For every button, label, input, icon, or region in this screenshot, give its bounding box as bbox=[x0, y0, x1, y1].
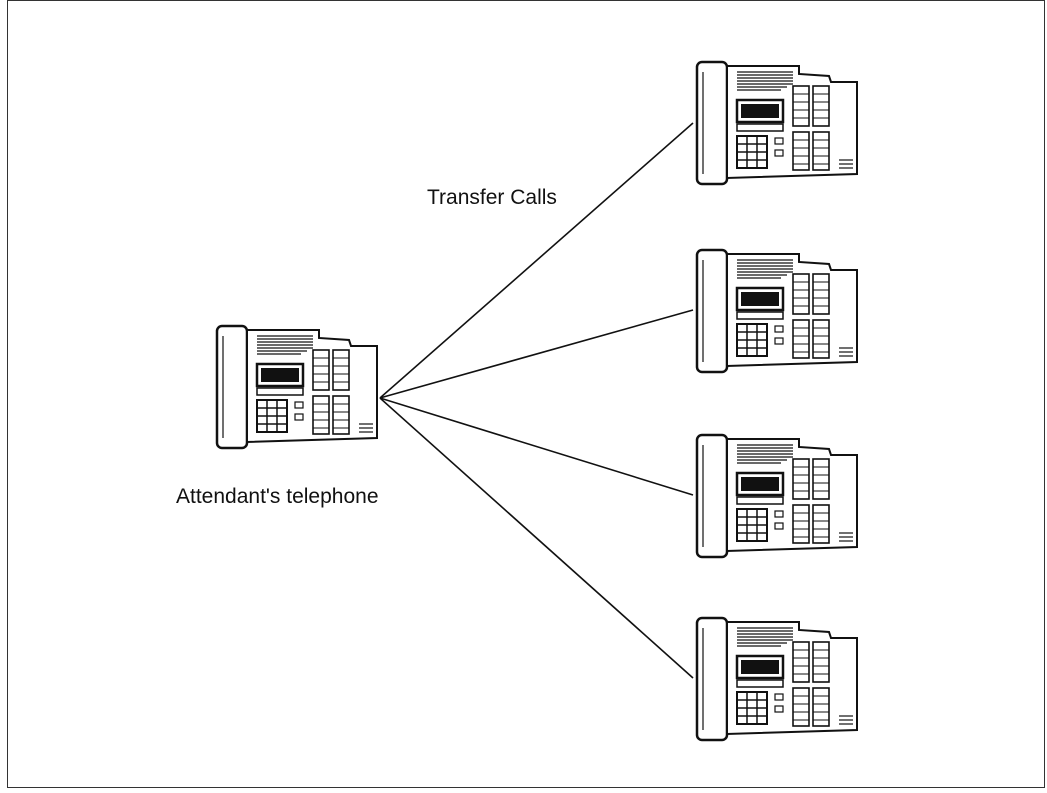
connection-line-1 bbox=[379, 122, 694, 399]
destination-phone-icon-2 bbox=[695, 248, 859, 374]
connection-line-3 bbox=[379, 397, 694, 496]
attendant-phone-icon bbox=[215, 324, 379, 450]
diagram-frame bbox=[7, 0, 1045, 788]
destination-phone-icon-3 bbox=[695, 433, 859, 559]
destination-phone-icon-4 bbox=[695, 616, 859, 742]
attendant-telephone-label: Attendant's telephone bbox=[176, 485, 379, 508]
destination-phone-icon-1 bbox=[695, 60, 859, 186]
connection-line-2 bbox=[379, 309, 694, 399]
transfer-calls-label: Transfer Calls bbox=[427, 186, 557, 209]
connection-line-4 bbox=[379, 397, 694, 679]
